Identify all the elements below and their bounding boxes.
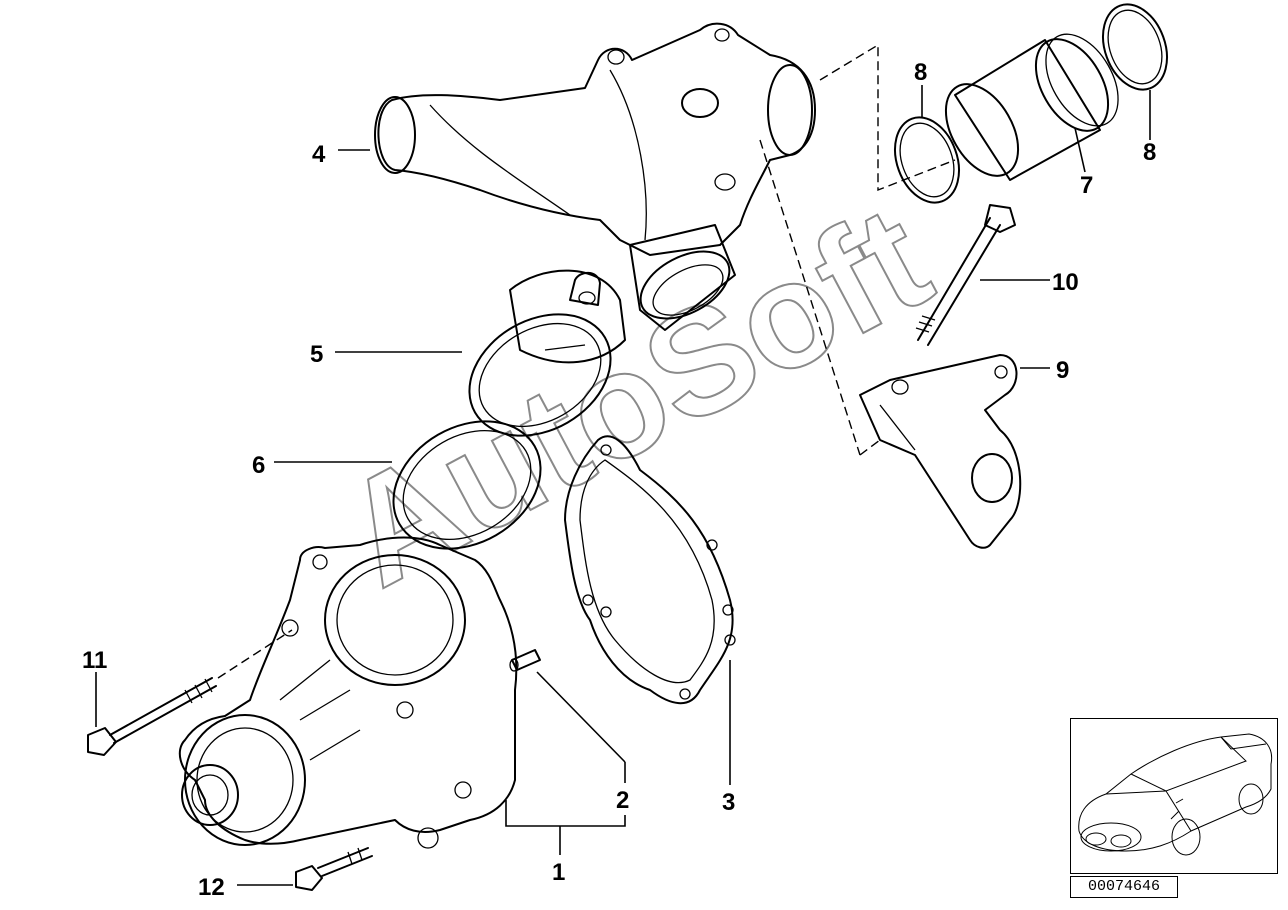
leader-lines — [95, 85, 1151, 886]
bracket-part-9[interactable] — [859, 354, 1022, 549]
callout-8-right: 8 — [1143, 139, 1156, 166]
bolt-part-10[interactable] — [915, 204, 1016, 346]
bolt-part-12[interactable] — [295, 847, 373, 891]
callout-6: 6 — [252, 452, 265, 479]
callout-2: 2 — [616, 787, 629, 814]
car-outline-icon — [1078, 733, 1273, 856]
callout-4: 4 — [312, 141, 326, 168]
coolant-pipe-part-7[interactable] — [931, 22, 1133, 189]
callout-11: 11 — [82, 647, 107, 674]
diagram-id-label: 00074646 — [1070, 876, 1178, 898]
o-ring-part-8-right[interactable] — [1092, 0, 1178, 99]
dowel-pin-part-2[interactable] — [509, 649, 541, 672]
assembly-dash-lines — [217, 43, 956, 679]
callout-5: 5 — [310, 341, 323, 368]
pump-gasket-part-3[interactable] — [564, 435, 736, 705]
bolt-part-11[interactable] — [87, 677, 217, 756]
callout-9: 9 — [1056, 357, 1069, 384]
thermostat-part-5[interactable] — [448, 269, 633, 461]
thermostat-housing-part-4[interactable] — [374, 22, 816, 333]
callout-1: 1 — [552, 859, 565, 886]
water-pump-part-1[interactable] — [178, 536, 518, 849]
callout-7: 7 — [1080, 172, 1093, 199]
vehicle-thumbnail — [1070, 718, 1278, 874]
o-ring-part-8-left[interactable] — [884, 108, 970, 211]
gasket-ring-part-6[interactable] — [370, 396, 563, 574]
callout-12: 12 — [198, 874, 225, 901]
watermark-text: AutoSoft — [316, 173, 954, 619]
callout-8-left: 8 — [914, 59, 927, 86]
callout-10: 10 — [1052, 269, 1079, 296]
callout-labels: 1 2 3 4 5 6 7 8 8 9 10 11 12 — [82, 59, 1156, 901]
callout-3: 3 — [722, 789, 735, 816]
